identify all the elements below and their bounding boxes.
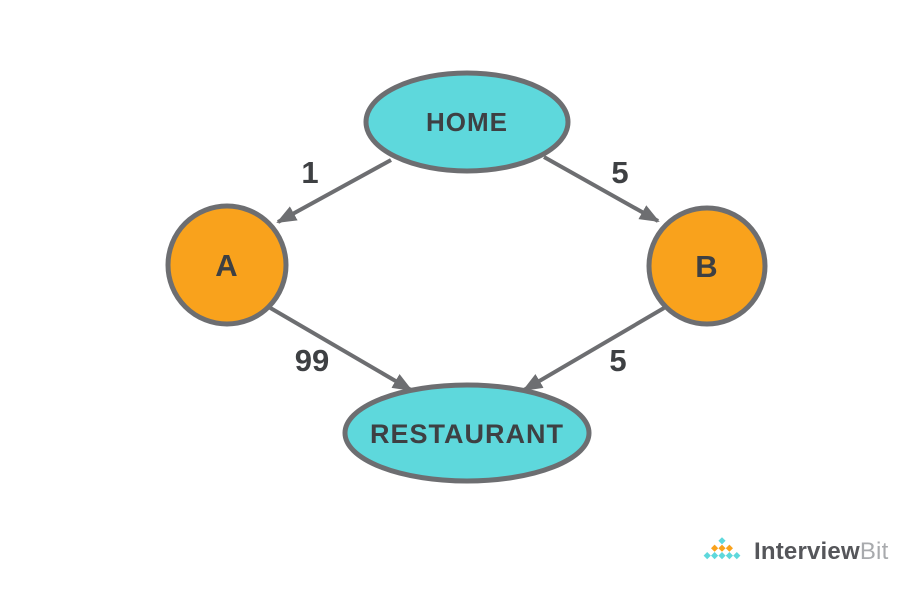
edge-a-restaurant: 99 xyxy=(265,304,413,392)
edge-weight-home-b: 5 xyxy=(611,155,628,190)
node-b-label: B xyxy=(695,249,718,284)
logo-brand-second: Bit xyxy=(859,538,889,565)
edge-weight-b-restaurant: 5 xyxy=(609,343,626,378)
logo-brand-first: Interview xyxy=(754,538,860,565)
edge-weight-a-restaurant: 99 xyxy=(295,343,329,378)
node-restaurant: RESTAURANT xyxy=(342,382,592,484)
interviewbit-logo-mark-icon xyxy=(703,537,741,560)
node-home: HOME xyxy=(363,70,571,174)
edge-weight-home-a: 1 xyxy=(301,155,318,190)
edge-home-b: 5 xyxy=(543,155,660,223)
node-home-label: HOME xyxy=(426,107,508,137)
interviewbit-logo: InterviewBit xyxy=(700,530,890,574)
node-restaurant-label: RESTAURANT xyxy=(370,419,564,449)
edge-b-restaurant: 5 xyxy=(522,306,666,392)
node-a: A xyxy=(165,203,289,327)
edge-home-a: 1 xyxy=(276,155,392,224)
node-b: B xyxy=(646,205,768,327)
node-a-label: A xyxy=(215,248,238,283)
interviewbit-logo-text: InterviewBit xyxy=(754,538,888,566)
